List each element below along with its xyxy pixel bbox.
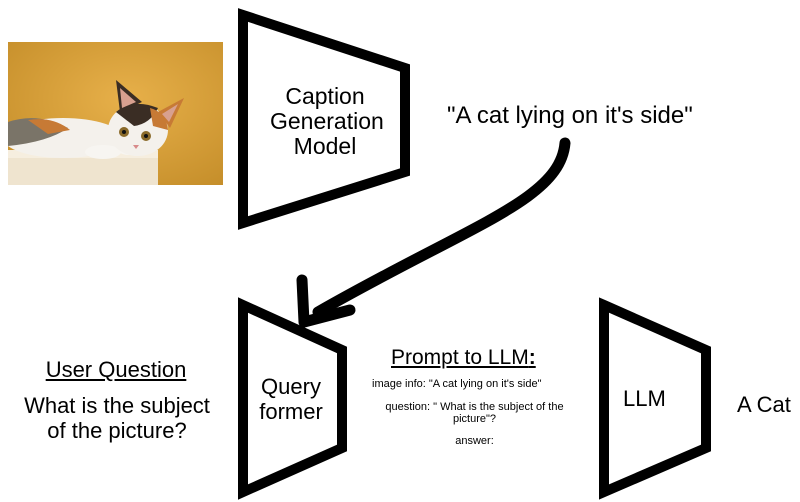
caption-model-label: Caption Generation Model (270, 83, 384, 159)
query-former-line2: former (259, 399, 323, 424)
caption-model-line1: Caption (285, 83, 365, 109)
caption-to-query-arrow (312, 137, 571, 318)
generated-caption: "A cat lying on it's side" (447, 102, 693, 129)
caption-model-line3: Model (293, 133, 357, 159)
prompt-image-info: image info: "A cat lying on it's side" (372, 378, 542, 390)
user-question-line1: What is the subject (24, 393, 210, 418)
query-former-line1: Query (261, 374, 321, 399)
user-question-heading: User Question (45, 357, 187, 382)
query-former-box (238, 297, 347, 500)
output-answer: A Cat (737, 392, 791, 417)
prompt-question: question: " What is the subject of the p… (372, 401, 577, 425)
query-former-label: Query former (250, 374, 332, 424)
prompt-question-line2: picture"? (452, 413, 497, 425)
user-question-text: What is the subject of the picture? (14, 393, 220, 443)
caption-model-line2: Generation (270, 108, 384, 134)
prompt-heading-text: Prompt to LLM (391, 346, 529, 369)
prompt-answer: answer: (455, 435, 494, 447)
prompt-heading-colon: : (528, 346, 536, 369)
caption-model-box (238, 8, 410, 230)
prompt-heading: Prompt to LLM: (391, 346, 536, 370)
user-question-line2: of the picture? (47, 418, 187, 443)
arrow-head (296, 274, 356, 328)
llm-box (599, 297, 711, 500)
llm-label: LLM (623, 386, 666, 411)
prompt-question-line1: question: " What is the subject of the (385, 401, 564, 413)
cat-photo (8, 42, 223, 185)
